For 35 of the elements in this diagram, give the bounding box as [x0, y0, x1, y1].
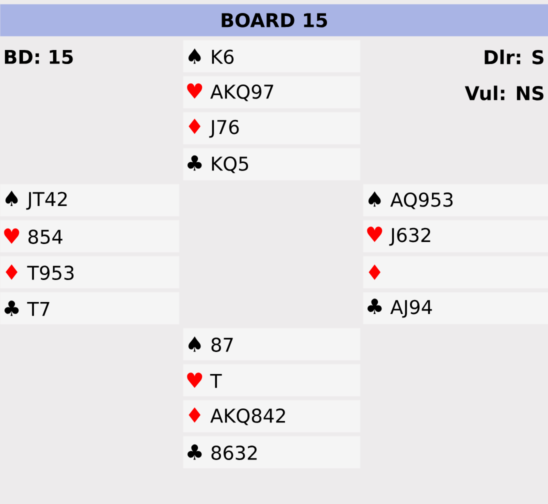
card-holding: AJ94	[390, 300, 432, 318]
suit-symbol: ♥	[4, 228, 20, 244]
suit-symbol: ♦	[188, 118, 200, 134]
card-holding: KQ5	[212, 156, 248, 174]
card-holding: T7	[27, 302, 50, 316]
suit-symbol: ♠	[6, 190, 18, 206]
suit-symbol: ♠	[188, 336, 201, 352]
card-holding: K6	[212, 50, 234, 64]
suit-symbol: ♠	[188, 48, 201, 64]
suit-symbol: ♦	[188, 407, 200, 423]
suit-symbol: ♦	[6, 264, 18, 280]
suit-symbol: ♠	[368, 191, 381, 207]
card-holding: T953	[27, 266, 74, 280]
suit-symbol: ♣	[188, 444, 202, 460]
card-holding: 8632	[212, 446, 257, 460]
card-holding: JT42	[26, 192, 67, 210]
suit-symbol: ♣	[4, 300, 19, 316]
suit-symbol: ♥	[187, 372, 202, 388]
card-holding: AKQ97	[210, 84, 274, 102]
suit-symbol: ♥	[367, 226, 382, 242]
card-holding: J76	[209, 120, 239, 138]
info-text: BD: 15	[4, 50, 73, 64]
suit-symbol: ♥	[187, 83, 202, 99]
card-holding: 854	[28, 230, 62, 244]
info-text: Vul: NS	[464, 86, 544, 100]
card-holding: 87	[212, 338, 233, 352]
card-holding: AKQ842	[210, 408, 285, 426]
card-holding: J632	[389, 228, 430, 246]
info-text: Dlr: S	[484, 50, 544, 64]
card-holding: T	[210, 374, 222, 388]
title-band: BOARD 15	[0, 4, 548, 36]
suit-symbol: ♦	[368, 264, 380, 280]
suit-symbol: ♣	[188, 155, 202, 171]
card-holding: AQ953	[390, 192, 453, 210]
suit-symbol: ♣	[368, 298, 382, 314]
